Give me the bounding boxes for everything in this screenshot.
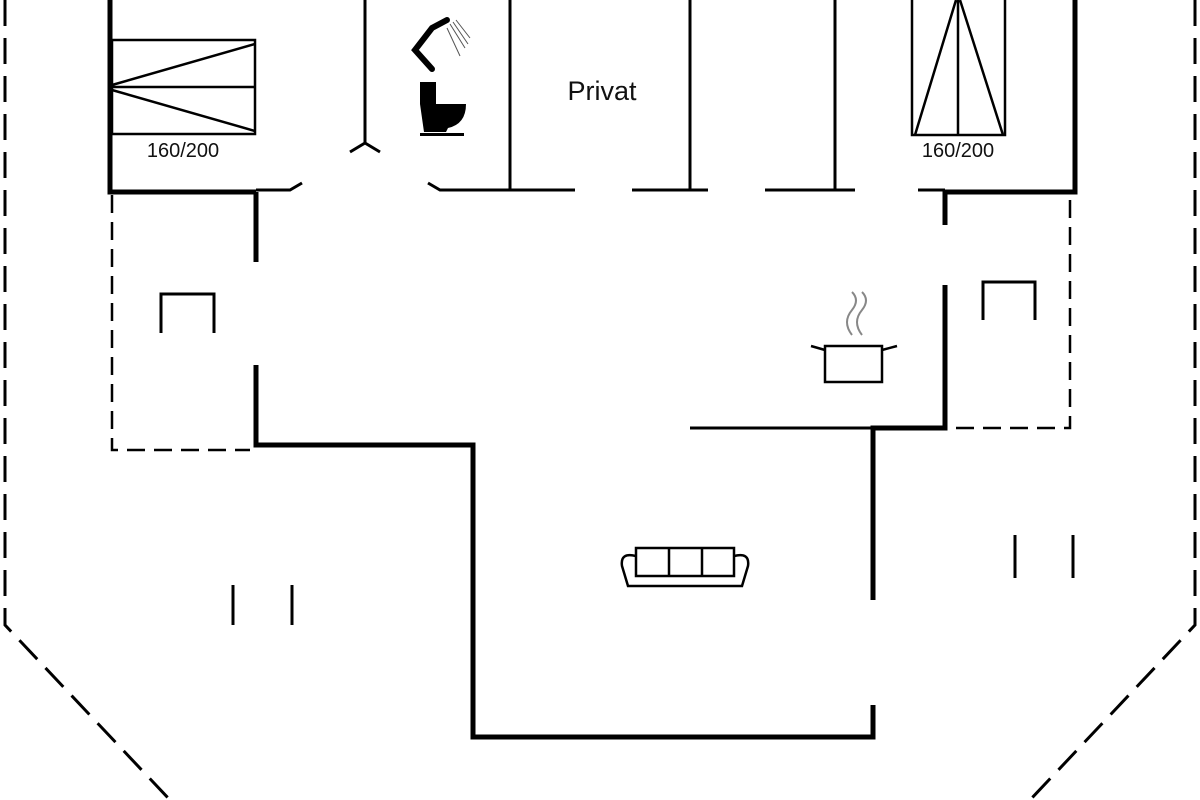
room-label-privat: Privat (567, 76, 637, 106)
sofa-icon (620, 546, 750, 588)
bed-icon (910, 0, 1007, 137)
bed-size-label: 160/200 (921, 140, 995, 162)
exterior-walls (107, 0, 1078, 740)
terrace-dashed (110, 195, 1072, 452)
cooking-pot-icon (810, 291, 898, 384)
bed-icon (110, 38, 257, 136)
toilet-icon (420, 82, 466, 136)
outer-boundary-dashed (3, 0, 1197, 800)
interior-walls (256, 0, 945, 430)
shower-icon (411, 17, 471, 72)
chair-icon (159, 280, 1075, 625)
bed-size-label: 160/200 (146, 140, 220, 162)
